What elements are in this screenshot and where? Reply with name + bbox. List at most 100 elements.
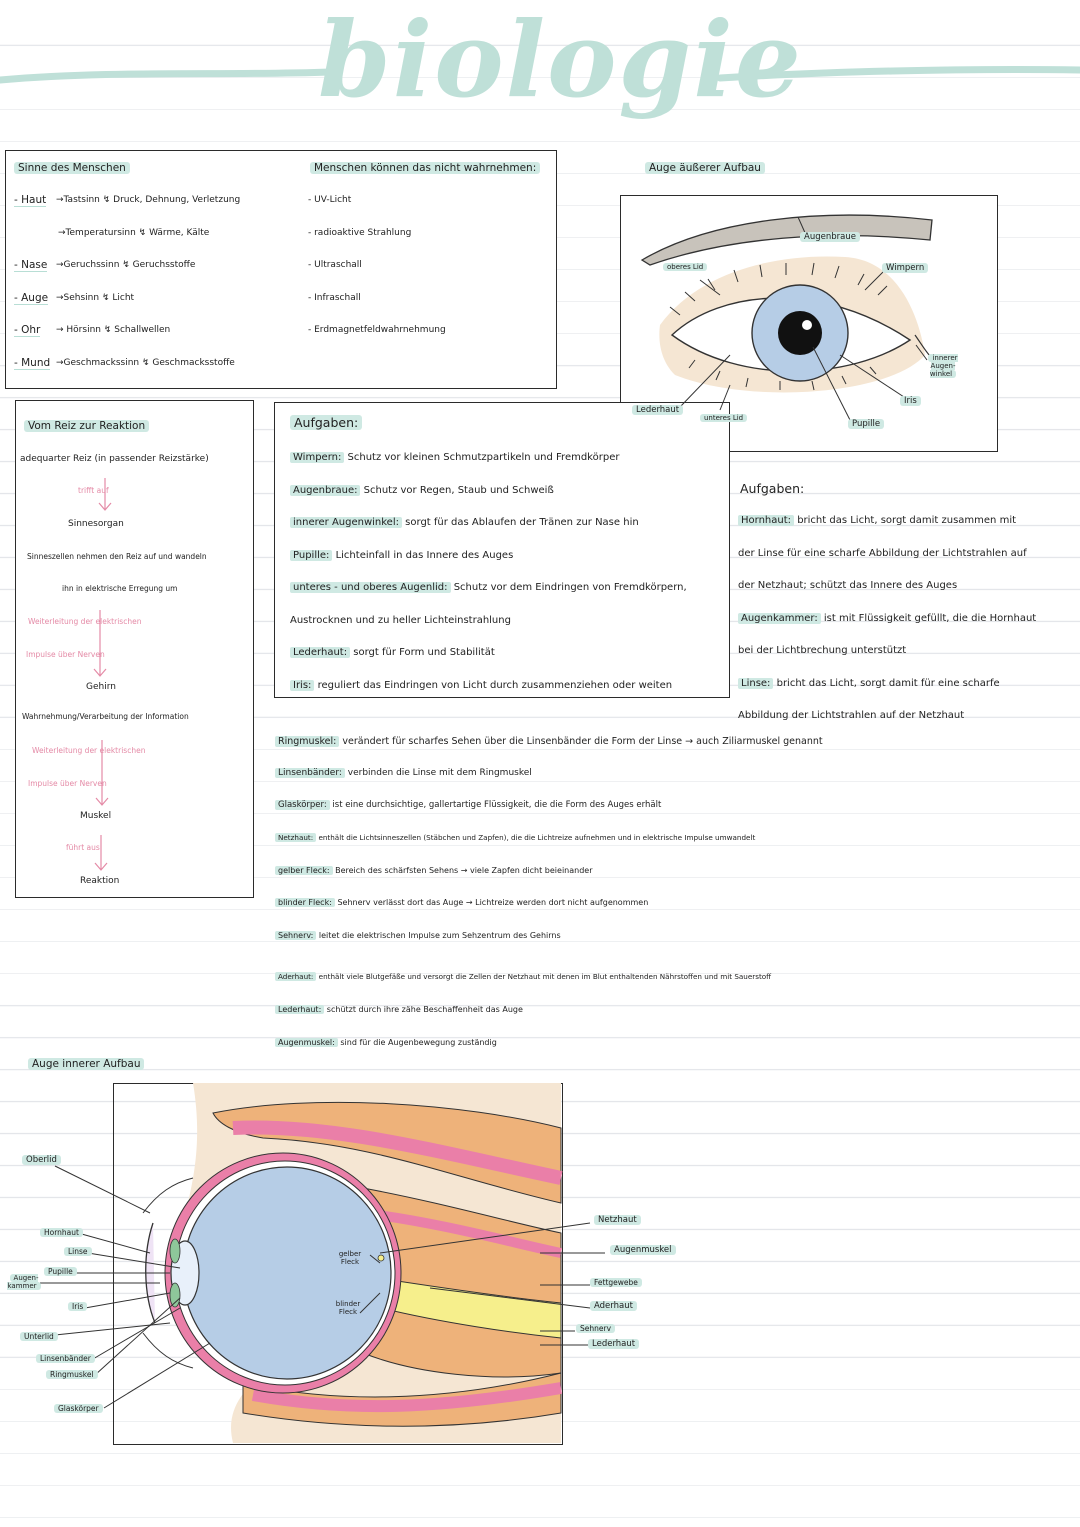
task-inner-row: bei der Lichtbrechung unterstützt [738,645,906,656]
eye-part-text: Sehnerv verlässt dort das Auge → Lichtre… [334,898,649,907]
eye-part-row: Sehnerv: leitet die elektrischen Impulse… [275,931,561,940]
label-fettgewebe: Fettgewebe [590,1278,642,1287]
label-oberes-lid: oberes Lid [663,263,708,271]
task-term: unteres - und oberes Augenlid: [290,582,451,593]
senses-not-heading: Menschen können das nicht wahrnehmen: [310,162,541,174]
label-glaskoerper: Glaskörper [54,1404,103,1413]
task-term: Linse: [738,677,774,689]
label-lederhaut-inner: Lederhaut [588,1339,640,1349]
reaction-step-brain: Gehirn [86,682,116,692]
task-outer-row: Pupille: Lichteinfall in das Innere des … [290,549,514,561]
task-outer-row: Lederhaut: sorgt für Form und Stabilität [290,647,495,658]
tasks-outer-box [274,402,730,698]
task-text: reguliert das Eindringen von Licht durch… [314,679,673,691]
task-text: Austrocknen und zu heller Lichteinstrahl… [290,614,511,626]
outer-eye-heading: Auge äußerer Aufbau [645,162,765,174]
task-term: Augenbraue: [290,484,361,496]
label-augenkammer: Augen- kammer [6,1274,42,1290]
task-outer-row: unteres - und oberes Augenlid: Schutz vo… [290,582,687,593]
imperceptible-item: - Infraschall [308,292,361,303]
title-swoosh [0,65,1080,84]
title-banner: biologie [0,0,1080,150]
label-unterlid: Unterlid [20,1332,58,1341]
task-text: Schutz vor kleinen Schmutzpartikeln und … [344,452,620,463]
task-outer-row: innerer Augenwinkel: sorgt für das Ablau… [290,517,639,528]
imperceptible-item: - Erdmagnetfeldwahrnehmung [308,325,446,335]
sense-description: →Tastsinn ↯ Druck, Dehnung, Verletzung [56,195,241,205]
label-augenbraue: Augenbraue [800,232,860,242]
eye-part-row: Aderhaut: enthält viele Blutgefäße und v… [275,972,771,981]
label-blinder-fleck: blinder Fleck [335,1300,361,1316]
reaction-arrow-label-1: trifft auf [78,486,109,495]
eye-part-text: verändert für scharfes Sehen über die Li… [339,736,823,747]
eye-part-text: ist eine durchsichtige, gallertartige Fl… [329,800,662,810]
eye-part-row: blinder Fleck: Sehnerv verlässt dort das… [275,898,648,907]
eye-part-term: Linsenbänder: [275,768,345,778]
task-inner-row: Hornhaut: bricht das Licht, sorgt damit … [738,515,1016,526]
reaction-step-conversion: ihn in elektrische Erregung um [62,584,178,593]
task-text: bricht das Licht, sorgt damit für eine s… [773,677,1000,689]
eye-part-row: Linsenbänder: verbinden die Linse mit de… [275,768,532,778]
eye-part-text: leitet die elektrischen Impulse zum Sehz… [316,931,561,940]
task-text: sorgt für das Ablaufen der Tränen zur Na… [402,517,639,528]
task-outer-row: Wimpern: Schutz vor kleinen Schmutzparti… [290,452,619,463]
task-term: Iris: [290,679,315,691]
label-pupille-inner: Pupille [44,1267,77,1276]
label-iris-inner: Iris [68,1302,88,1311]
task-text: der Netzhaut; schützt das Innere des Aug… [738,580,958,591]
outer-eye-illustration [640,214,933,421]
eye-part-text: Bereich des schärfsten Sehens → viele Za… [332,866,593,875]
label-hornhaut: Hornhaut [40,1228,83,1237]
reaction-box [15,400,254,898]
task-term: Augenkammer: [738,612,821,624]
imperceptible-item: - Ultraschall [308,260,362,270]
sense-organ: - Mund [14,356,51,370]
reaction-step-sense-organ: Sinnesorgan [68,519,124,529]
reaction-heading: Vom Reiz zur Reaktion [24,420,150,432]
label-pupille-outer: Pupille [848,419,885,429]
task-inner-row: Abbildung der Lichtstrahlen auf der Netz… [738,710,964,721]
senses-heading: Sinne des Menschen [14,162,130,174]
task-text: Lichteinfall in das Innere des Auges [332,549,514,561]
sense-organ-name: - Mund [14,356,51,370]
sense-organ: - Nase [14,259,48,272]
sense-description: →Sehsinn ↯ Licht [56,292,135,303]
label-wimpern: Wimpern [882,263,929,273]
reaction-arrow-label-3b: Impulse über Nerven [28,779,107,788]
task-text: Abbildung der Lichtstrahlen auf der Netz… [738,710,965,721]
eye-part-term: Glaskörper: [275,800,330,810]
task-text: ist mit Flüssigkeit gefüllt, die die Hor… [820,612,1037,624]
eye-part-term: Netzhaut: [275,833,317,842]
senses-box [5,150,557,389]
label-linse: Linse [64,1247,92,1256]
sense-organ-name: - Ohr [14,324,41,337]
task-inner-row: Augenkammer: ist mit Flüssigkeit gefüllt… [738,612,1037,624]
label-gelber-fleck: gelber Fleck [338,1250,362,1266]
reaction-step-processing: Wahrnehmung/Verarbeitung der Information [22,712,189,721]
task-text: Schutz vor dem Eindringen von Fremdkörpe… [450,582,687,593]
label-ringmuskel: Ringmuskel [46,1370,98,1379]
eye-part-term: Lederhaut: [275,1005,325,1014]
reaction-step-reaction: Reaktion [80,876,120,886]
eye-part-term: Ringmuskel: [275,736,340,747]
reaction-arrow-label-2b: Impulse über Nerven [26,650,105,659]
label-innerer-augenwinkel: innerer Augen- winkel [928,354,958,378]
eye-part-row: Glaskörper: ist eine durchsichtige, gall… [275,800,661,810]
reaction-step-stimulus: adequarter Reiz (in passender Reizstärke… [20,454,209,464]
sense-organ-name: - Auge [14,291,49,305]
inner-eye-leader-lines [40,1165,605,1409]
eye-part-row: gelber Fleck: Bereich des schärfsten Seh… [275,866,593,875]
label-oberlid: Oberlid [22,1155,61,1165]
label-lederhaut-outer: Lederhaut [632,405,684,415]
reaction-arrow-label-2a: Weiterleitung der elektrischen [28,617,142,626]
imperceptible-item: - UV-Licht [308,195,352,205]
task-inner-row: Linse: bricht das Licht, sorgt damit für… [738,677,1000,689]
eye-part-term: blinder Fleck: [275,898,335,907]
task-outer-row: Iris: reguliert das Eindringen von Licht… [290,679,673,691]
sense-organ-name: - Haut [14,194,47,207]
tasks-outer-heading: Aufgaben: [290,415,363,430]
task-outer-row: Augenbraue: Schutz vor Regen, Staub und … [290,484,554,496]
sense-organ: - Auge [14,291,49,305]
task-term: Hornhaut: [738,515,795,526]
task-text: bricht das Licht, sorgt damit zusammen m… [794,515,1017,526]
